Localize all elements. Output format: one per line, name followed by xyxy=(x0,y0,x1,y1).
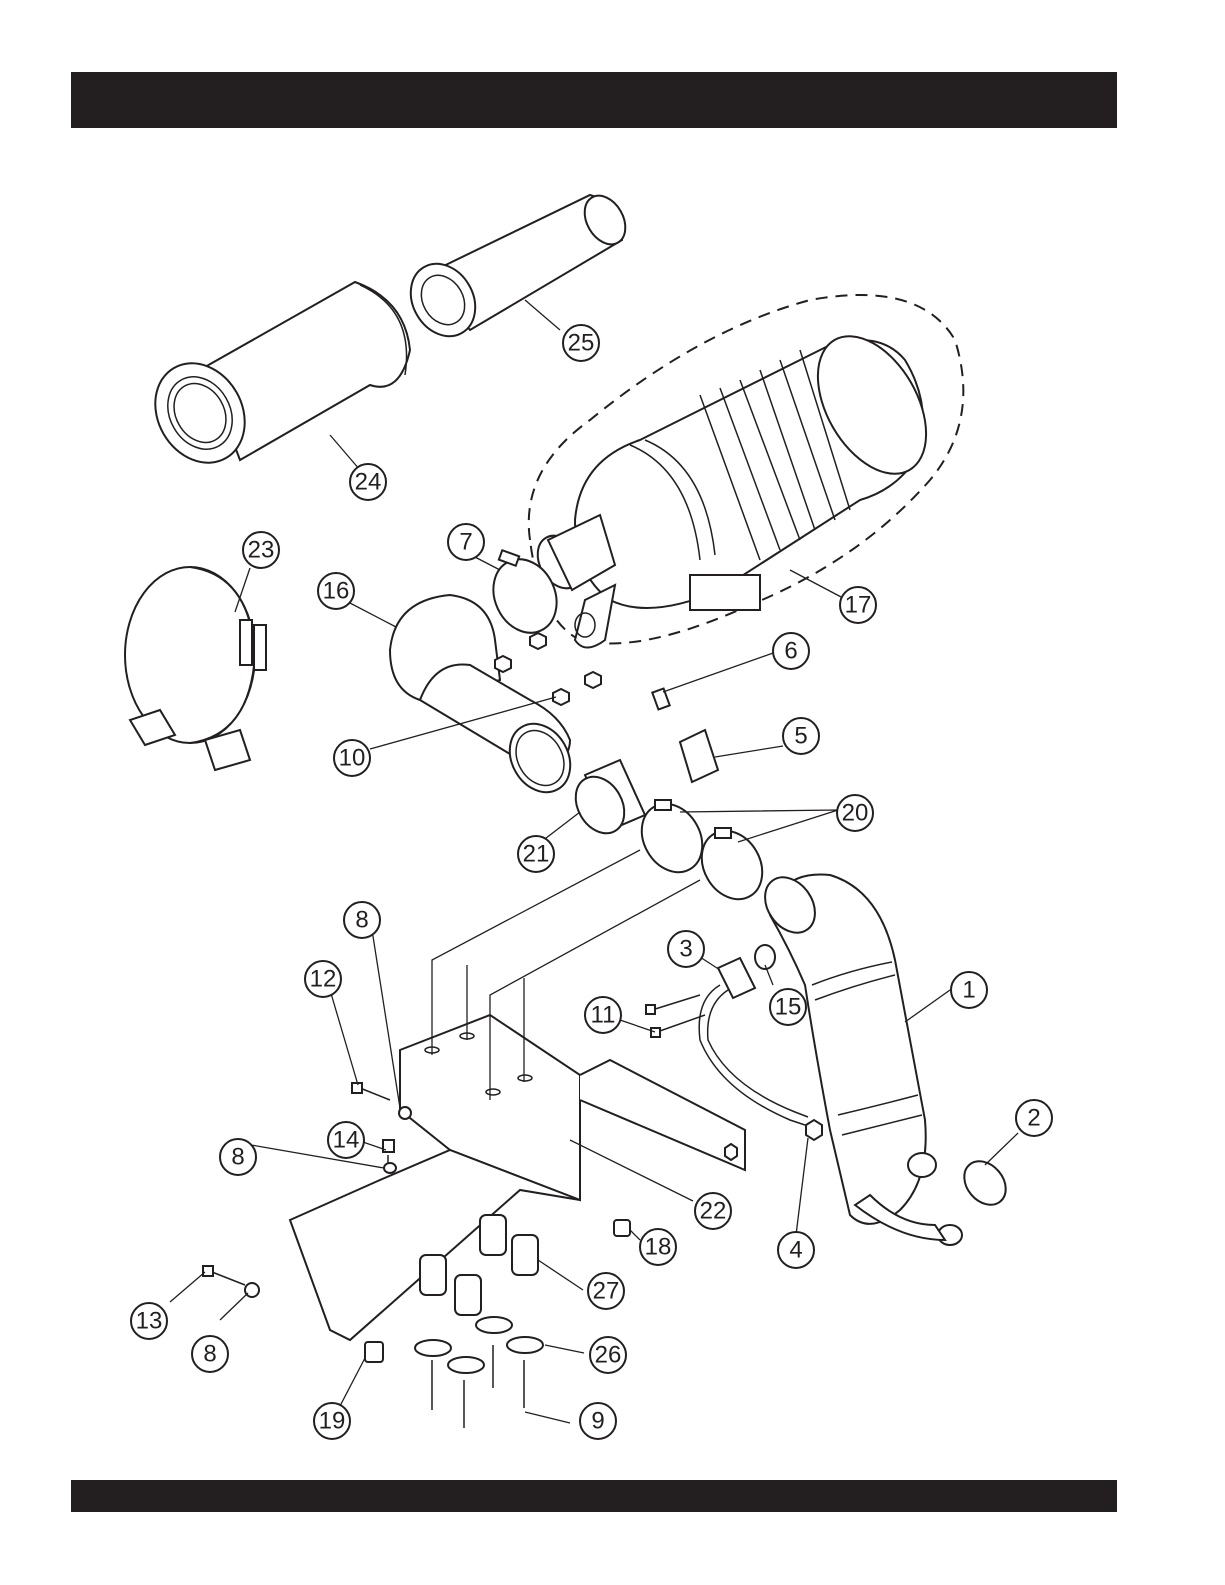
svg-text:7: 7 xyxy=(459,529,472,556)
svg-text:9: 9 xyxy=(591,1408,604,1435)
svg-text:1: 1 xyxy=(962,977,975,1004)
part-outer-filter-element xyxy=(138,282,410,479)
svg-text:8: 8 xyxy=(231,1144,244,1171)
svg-text:3: 3 xyxy=(679,936,692,963)
callout-22: 22 xyxy=(695,1193,731,1229)
callout-17: 17 xyxy=(840,587,876,623)
callout-16: 16 xyxy=(318,573,354,609)
callout-6: 6 xyxy=(773,633,809,669)
part-inner-filter-element xyxy=(398,188,634,347)
svg-text:17: 17 xyxy=(845,592,872,619)
svg-text:23: 23 xyxy=(248,537,275,564)
part-hose-coupler xyxy=(566,760,645,842)
callout-19: 19 xyxy=(314,1403,350,1439)
part-intake-tube xyxy=(755,868,962,1245)
callout-5: 5 xyxy=(783,718,819,754)
part-fitting xyxy=(806,1120,822,1140)
svg-text:4: 4 xyxy=(789,1237,802,1264)
callout-18: 18 xyxy=(640,1229,676,1265)
part-hose-clamps-20 xyxy=(630,793,774,910)
callout-8-lower: 8 xyxy=(192,1336,228,1372)
svg-text:10: 10 xyxy=(339,745,366,772)
part-valve-adapter xyxy=(652,688,669,709)
part-screws-11 xyxy=(646,995,705,1037)
part-hose-clamp-2 xyxy=(956,1153,1014,1213)
svg-text:18: 18 xyxy=(645,1234,672,1261)
svg-text:26: 26 xyxy=(595,1342,622,1369)
svg-text:5: 5 xyxy=(794,723,807,750)
svg-text:16: 16 xyxy=(323,578,350,605)
callout-13: 13 xyxy=(131,1303,167,1339)
callout-1: 1 xyxy=(951,972,987,1008)
callout-14: 14 xyxy=(328,1122,364,1158)
svg-text:24: 24 xyxy=(355,469,382,496)
svg-text:21: 21 xyxy=(523,841,550,868)
callout-8-upper: 8 xyxy=(344,902,380,938)
callout-2: 2 xyxy=(1016,1100,1052,1136)
svg-text:22: 22 xyxy=(700,1198,727,1225)
callout-11: 11 xyxy=(585,997,621,1033)
part-indicator-bracket xyxy=(699,945,808,1125)
svg-text:14: 14 xyxy=(333,1127,360,1154)
callout-21: 21 xyxy=(518,836,554,872)
svg-text:12: 12 xyxy=(310,966,337,993)
callout-3: 3 xyxy=(668,931,704,967)
callout-15: 15 xyxy=(770,989,806,1025)
svg-text:8: 8 xyxy=(203,1341,216,1368)
svg-text:11: 11 xyxy=(591,1002,616,1029)
svg-text:6: 6 xyxy=(784,638,797,665)
callout-25: 25 xyxy=(563,325,599,361)
svg-text:8: 8 xyxy=(355,907,368,934)
callout-10: 10 xyxy=(334,740,370,776)
svg-text:19: 19 xyxy=(319,1408,346,1435)
svg-text:13: 13 xyxy=(136,1308,163,1335)
callout-8-middle: 8 xyxy=(220,1139,256,1175)
part-mounting-band xyxy=(125,567,266,770)
part-mounting-bracket xyxy=(290,1015,745,1340)
callout-24: 24 xyxy=(350,464,386,500)
callout-26: 26 xyxy=(590,1337,626,1373)
callout-4: 4 xyxy=(778,1232,814,1268)
svg-text:15: 15 xyxy=(775,994,802,1021)
callout-23: 23 xyxy=(243,532,279,568)
callout-20: 20 xyxy=(837,795,873,831)
svg-text:27: 27 xyxy=(593,1278,620,1305)
callout-7: 7 xyxy=(448,524,484,560)
callout-27: 27 xyxy=(588,1273,624,1309)
svg-text:2: 2 xyxy=(1027,1105,1040,1132)
svg-text:25: 25 xyxy=(568,330,595,357)
callout-9: 9 xyxy=(580,1403,616,1439)
part-vacuator-valve xyxy=(680,730,718,782)
svg-text:20: 20 xyxy=(842,800,869,827)
callout-12: 12 xyxy=(305,961,341,997)
